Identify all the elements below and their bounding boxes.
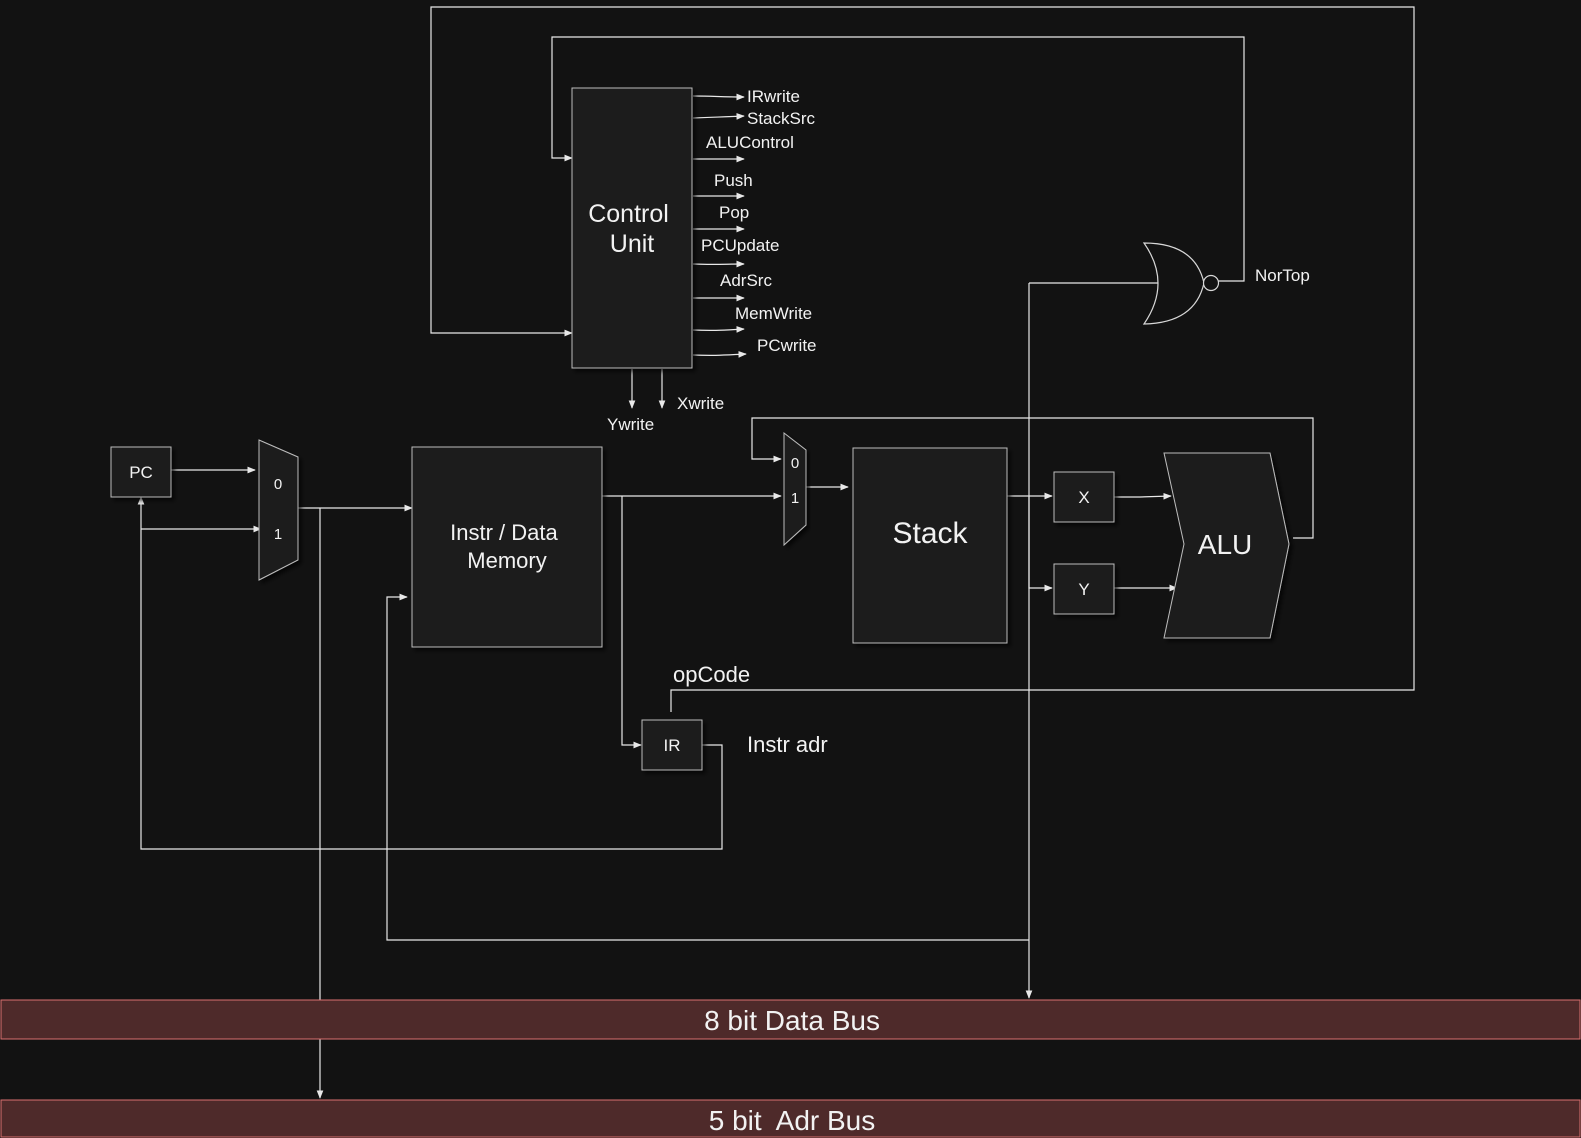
pc-label: PC (129, 463, 153, 482)
x-register: X (1053, 471, 1115, 523)
signal-xwrite: Xwrite (677, 394, 724, 413)
memory-label-1: Instr / Data (450, 520, 558, 545)
stack-block: Stack (852, 447, 1008, 644)
memory-label-2: Memory (467, 548, 546, 573)
nor-gate: NorTop (1142, 242, 1310, 325)
memory-to-ir-wire (621, 496, 642, 749)
adr-mux-in0: 0 (274, 476, 282, 493)
nor-inversion-bubble (1202, 274, 1220, 292)
instr-adr-label: Instr adr (747, 732, 828, 757)
memory-block: Instr / Data Memory (411, 446, 603, 648)
ir-register: IR (641, 719, 703, 771)
signal-pcwrite: PCwrite (757, 336, 817, 355)
y-register: Y (1053, 563, 1115, 615)
stack-mux: 0 1 (783, 431, 807, 547)
address-bus: 5 bit Adr Bus (0, 1099, 1581, 1138)
data-bus-label: 8 bit Data Bus (704, 1005, 880, 1036)
svg-text:Control Unit: Control Unit (588, 200, 676, 258)
signal-push: Push (714, 171, 753, 190)
signal-stacksrc: StackSrc (747, 109, 816, 128)
signal-adrsrc: AdrSrc (720, 271, 772, 290)
adr-mux-in1: 1 (274, 526, 282, 543)
stack-to-y-wire (1028, 496, 1053, 592)
ir-label: IR (664, 736, 681, 755)
x-label: X (1078, 488, 1089, 507)
pc-register: PC (110, 446, 172, 498)
signal-ywrite: Ywrite (607, 415, 654, 434)
data-bus: 8 bit Data Bus (0, 999, 1581, 1040)
control-unit-label-1: Control (588, 200, 669, 228)
cu-out-pcwrite (692, 351, 747, 358)
databus-to-memory-wire (386, 593, 1029, 941)
nortop-label: NorTop (1255, 266, 1310, 285)
signal-pcupdate: PCUpdate (701, 236, 779, 255)
ir-to-pc-wire (137, 496, 723, 850)
stack-mux-in1: 1 (791, 490, 799, 507)
nortop-wire (551, 36, 1245, 282)
cu-out-irwrite (692, 93, 745, 101)
cu-out-memwrite (692, 326, 745, 333)
opcode-label: opCode (673, 662, 750, 687)
control-signal-labels: IRwrite StackSrc ALUControl Push Pop PCU… (607, 87, 817, 434)
alu-label: ALU (1198, 529, 1252, 560)
cu-out-stacksrc (692, 113, 745, 120)
signal-pop: Pop (719, 203, 749, 222)
stack-mux-in0: 0 (791, 455, 799, 472)
x-to-alu-wire (1113, 492, 1172, 500)
adr-mux: 0 1 (258, 439, 299, 581)
signal-memwrite: MemWrite (735, 304, 812, 323)
control-unit-block: Control Unit (571, 87, 693, 369)
wires (137, 6, 1415, 1099)
svg-text:Instr / Data Memory: Instr / Data Memory (450, 520, 564, 573)
address-bus-label: 5 bit Adr Bus (709, 1105, 876, 1136)
opcode-wire (430, 6, 1415, 712)
signal-irwrite: IRwrite (747, 87, 800, 106)
signal-alucontrol: ALUControl (706, 133, 794, 152)
stack-label: Stack (892, 517, 968, 550)
alu-to-stackmux-wire (751, 417, 1314, 539)
y-label: Y (1078, 580, 1089, 599)
control-unit-label-2: Unit (610, 230, 655, 258)
alu-block: ALU (1163, 452, 1290, 639)
